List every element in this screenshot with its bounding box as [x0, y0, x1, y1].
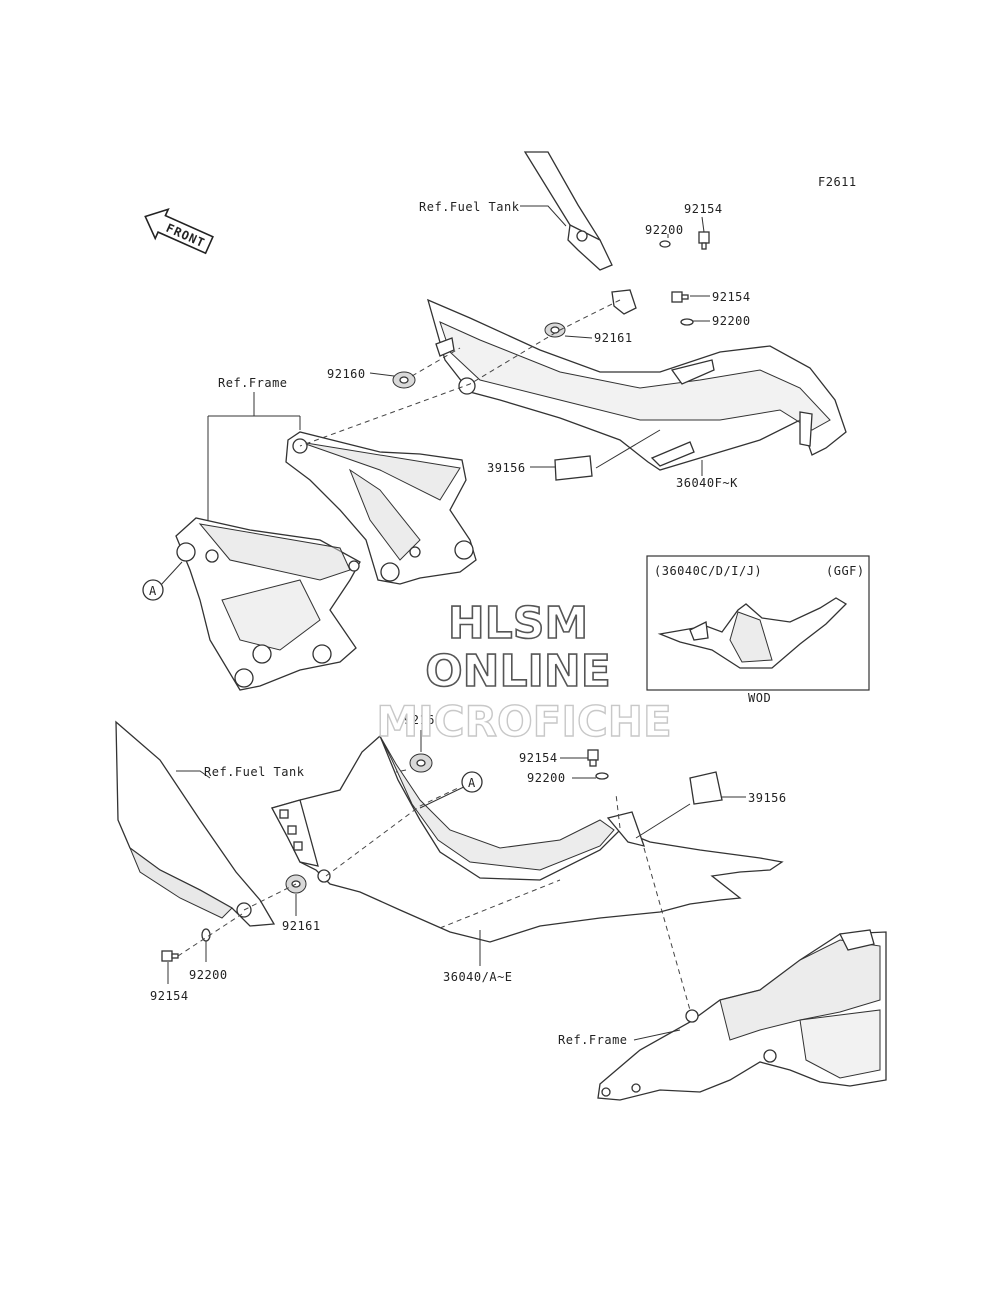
label-92154-a: 92154 [684, 202, 723, 216]
pad-icon [554, 455, 593, 481]
frame-bracket-lower [175, 517, 361, 691]
callout-a-upper: A [142, 579, 164, 601]
label-92200-b: 92200 [712, 314, 751, 328]
front-arrow-icon: FRONT [144, 207, 214, 255]
side-cover-upper [427, 298, 847, 471]
grommet-icon [392, 371, 416, 389]
washer-icon [595, 772, 609, 780]
callout-a-lower: A [461, 771, 483, 793]
watermark-line2: ONLINE [425, 646, 611, 697]
figure-code: F2611 [818, 175, 857, 189]
inset-caption: WOD [748, 691, 771, 705]
label-39156-b: 39156 [748, 791, 787, 805]
side-cover-lower [271, 734, 784, 943]
label-92200-a: 92200 [645, 223, 684, 237]
label-92161-a: 92161 [594, 331, 633, 345]
inset-variant-codes: (36040C/D/I/J) [654, 564, 762, 578]
label-ref-frame-b: Ref.Frame [558, 1033, 628, 1047]
watermark-line3: MICROFICHE [376, 697, 671, 746]
grommet-icon [409, 753, 433, 773]
label-36040fk: 36040F~K [676, 476, 738, 490]
label-92160-b: 92160 [404, 713, 443, 727]
bolt-icon [671, 291, 689, 303]
washer-icon [659, 240, 671, 248]
inset-finish-code: (GGF) [826, 564, 865, 578]
label-92160-a: 92160 [327, 367, 366, 381]
label-36040ae: 36040/A~E [443, 970, 513, 984]
label-92200-c: 92200 [527, 771, 566, 785]
pad-icon [689, 771, 723, 805]
washer-icon [680, 318, 694, 326]
label-ref-fuel-tank-upper: Ref.Fuel Tank [419, 200, 520, 214]
svg-text:A: A [149, 584, 157, 598]
svg-text:A: A [468, 776, 476, 790]
variant-inset: (36040C/D/I/J) (GGF) [646, 555, 870, 691]
label-92154-b: 92154 [712, 290, 751, 304]
label-39156-a: 39156 [487, 461, 526, 475]
fuel-tank-upper [523, 151, 637, 315]
label-92161-b: 92161 [282, 919, 321, 933]
label-ref-fuel-tank-lower: Ref.Fuel Tank [204, 765, 305, 779]
label-92154-c: 92154 [519, 751, 558, 765]
label-ref-frame-a: Ref.Frame [218, 376, 288, 390]
label-92200-d: 92200 [189, 968, 228, 982]
fuel-tank-lower [115, 720, 276, 927]
frame-bracket-upper [285, 431, 477, 585]
grommet-icon [544, 322, 566, 338]
bolt-icon [698, 231, 710, 250]
watermark-line1: HLSM [448, 598, 588, 649]
rear-frame-lower [597, 929, 887, 1101]
bolt-icon [587, 749, 599, 767]
label-92154-d: 92154 [150, 989, 189, 1003]
bolt-icon [161, 950, 179, 962]
